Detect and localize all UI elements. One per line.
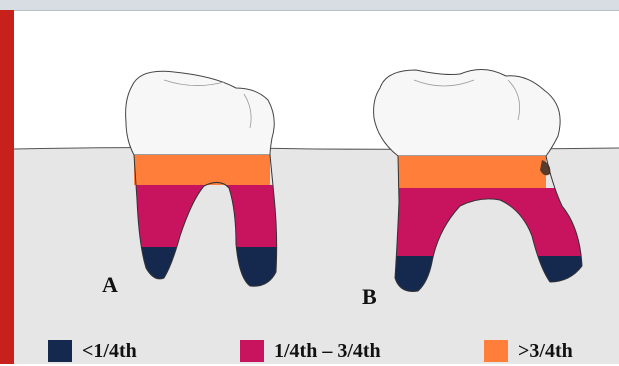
legend-item-apical: <1/4th (48, 336, 137, 366)
tooth-diagram: A B <1/4th 1/4th – 3/4th >3/4th (14, 10, 619, 364)
legend: <1/4th 1/4th – 3/4th >3/4th (14, 336, 619, 366)
legend-swatch-coronal (484, 340, 508, 362)
tooth-a-label: A (102, 272, 118, 298)
tooth-b-band-upper (398, 156, 546, 188)
legend-swatch-apical (48, 340, 72, 362)
tooth-a-crown (126, 71, 275, 155)
legend-item-middle: 1/4th – 3/4th (240, 336, 381, 366)
tooth-b-label: B (362, 284, 377, 310)
legend-label-apical: <1/4th (82, 340, 137, 363)
legend-label-coronal: >3/4th (518, 340, 573, 363)
left-accent-bar (0, 10, 14, 364)
legend-swatch-middle (240, 340, 264, 362)
teeth-illustration (14, 10, 619, 364)
tooth-a-band-upper (134, 155, 270, 185)
legend-label-middle: 1/4th – 3/4th (274, 340, 381, 363)
legend-item-coronal: >3/4th (484, 336, 573, 366)
